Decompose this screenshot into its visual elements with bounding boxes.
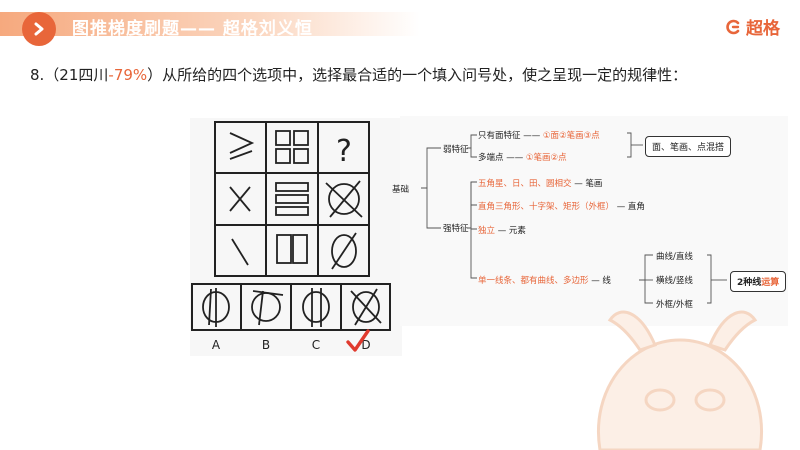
x-cross-figure	[229, 186, 251, 212]
line-sub-2: 横线/竖线	[656, 276, 693, 286]
circle-lines-figure	[325, 180, 363, 218]
chevron-right-icon	[22, 12, 56, 46]
circle-slash-figure	[331, 232, 357, 270]
logo-text: 超格	[746, 19, 780, 39]
header-gradient-bar	[0, 12, 420, 36]
accuracy-rate: -79%	[108, 66, 148, 84]
strong-item-3: 独立 — 元素	[478, 226, 526, 236]
two-rects-figure	[276, 234, 308, 264]
mindmap-root: 基础	[392, 185, 410, 195]
slash-figure	[231, 238, 249, 266]
header-banner: 图推梯度刷题—— 超格刘义恒 超格	[0, 0, 800, 48]
weak-multi-row: 多端点 —— ①笔画②点	[478, 153, 567, 163]
question-prefix: 8.（21四川	[30, 66, 109, 84]
page-title: 图推梯度刷题—— 超格刘义恒	[72, 19, 313, 39]
question-text: 8.（21四川-79%）从所给的四个选项中，选择最合适的一个填入问号处，使之呈现…	[30, 64, 687, 85]
greater-than-figure	[229, 132, 255, 160]
three-bars-figure	[275, 182, 309, 216]
strong-feature-label: 强特征	[443, 224, 469, 234]
grid-frame	[214, 121, 370, 277]
puzzle-grid: ?	[214, 121, 370, 277]
four-squares-figure	[275, 130, 309, 164]
check-icon	[346, 329, 370, 352]
brand-logo: 超格	[725, 14, 780, 39]
option-d-figure[interactable]	[350, 288, 382, 326]
strong-item-1: 五角星、日、田、圆相交 — 笔画	[478, 179, 603, 189]
weak-feature-label: 弱特征	[443, 145, 469, 155]
weak-face-row: 只有面特征 —— ①面②笔画③点	[478, 131, 600, 141]
mindmap-connectors	[421, 132, 727, 304]
option-label-a[interactable]: A	[211, 338, 221, 352]
option-a-figure[interactable]	[202, 288, 230, 327]
strong-result-box: 2种线运算	[730, 271, 787, 292]
weak-result-box: 面、笔画、点混搭	[645, 136, 732, 157]
option-labels: A B C D	[191, 338, 391, 354]
line-sub-3: 外框/外框	[656, 300, 693, 310]
question-mark: ?	[336, 134, 352, 169]
option-b-figure[interactable]	[251, 290, 284, 326]
option-label-b[interactable]: B	[261, 338, 271, 352]
option-label-d[interactable]: D	[361, 338, 371, 352]
logo-icon	[726, 19, 740, 34]
strong-item-4: 单一线条、都有曲线、多边形 — 线	[478, 276, 611, 286]
question-stem: ）从所给的四个选项中，选择最合适的一个填入问号处，使之呈现一定的规律性：	[147, 66, 688, 84]
mascot-watermark	[597, 310, 763, 450]
strong-item-2: 直角三角形、十字架、矩形（外框） — 直角	[478, 202, 645, 212]
line-sub-1: 曲线/直线	[656, 252, 693, 262]
option-c-figure[interactable]	[302, 288, 330, 327]
answer-options	[191, 283, 391, 331]
option-label-c[interactable]: C	[311, 338, 321, 352]
